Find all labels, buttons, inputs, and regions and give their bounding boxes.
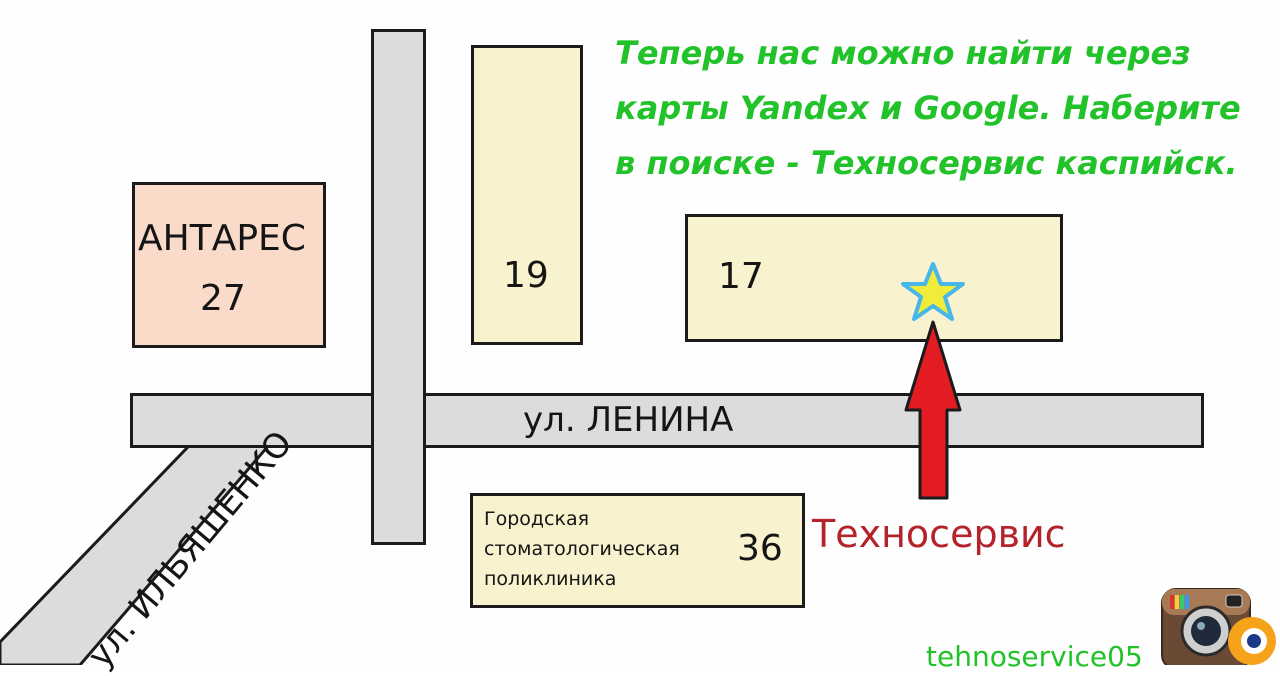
- antares-building: [132, 182, 326, 348]
- junction-cover: [241, 396, 309, 445]
- brand-label: Техносервис: [812, 512, 1066, 556]
- notice-line2: карты Yandex и Google. Наберите: [615, 89, 1241, 127]
- antares-name: АНТАРЕС: [138, 218, 306, 259]
- clinic-building: [470, 493, 805, 608]
- intersection: [374, 396, 423, 445]
- notice-line1: Теперь нас можно найти через: [615, 34, 1191, 72]
- building-19-number: 19: [503, 255, 549, 296]
- clinic-line3: поликлиника: [484, 568, 617, 590]
- lenina-street-label: ул. ЛЕНИНА: [523, 400, 734, 440]
- vertical-street-road: [371, 29, 426, 545]
- ok-icon[interactable]: [1220, 607, 1280, 665]
- building-17-number: 17: [718, 256, 764, 297]
- notice-text: Теперь нас можно найти через карты Yande…: [615, 26, 1241, 191]
- clinic-number: 36: [737, 528, 783, 569]
- star-icon: [901, 262, 965, 321]
- instagram-icon[interactable]: [1160, 587, 1252, 665]
- social-handle[interactable]: tehnoservice05: [926, 640, 1143, 673]
- arrow-up-icon: [904, 320, 962, 500]
- notice-line3: в поиске - Техносервис каспийск.: [615, 144, 1238, 182]
- antares-number: 27: [200, 278, 246, 319]
- building-17: [685, 214, 1063, 342]
- clinic-line1: Городская: [484, 508, 590, 530]
- clinic-line2: стоматологическая: [484, 538, 680, 560]
- building-19: [471, 45, 583, 345]
- lenina-street-road: [130, 393, 1204, 448]
